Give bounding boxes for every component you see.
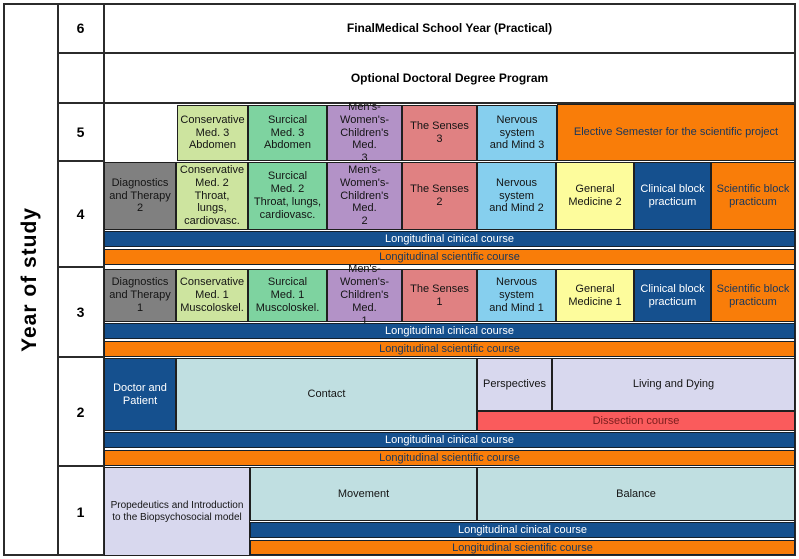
year-1-number: 1 xyxy=(76,503,85,520)
cell-scientific-block-practicum-y4: Scientific block practicum xyxy=(711,162,795,230)
cell-surgical-med-3: Surcical Med. 3 Abdomen xyxy=(248,105,327,161)
cell-doctor-and-patient: Doctor and Patient xyxy=(104,358,176,431)
cell-diagnostics-therapy-2: Diagnostics and Therapy 2 xyxy=(104,162,176,230)
cell-mens-womens-childrens-med-1: Men's- Women's- Children's Med. 1 xyxy=(327,263,402,327)
year-5-number: 5 xyxy=(76,124,85,140)
cell-nervous-system-mind-2: Nervous system and Mind 2 xyxy=(477,162,556,230)
grid-hline-row6 xyxy=(57,52,795,54)
longitudinal-scientific-bar-y1: Longitudinal scientific course xyxy=(250,540,795,555)
cell-surgical-med-1: Surcical Med. 1 Muscoloskel. xyxy=(248,269,327,322)
cell-general-medicine-1: General Medicine 1 xyxy=(556,269,634,322)
cell-dissection-course: Dissection course xyxy=(477,411,795,431)
grid-hline-year5 xyxy=(57,160,105,162)
cell-propedeutics: Propedeutics and Introduction to the Bio… xyxy=(104,467,250,556)
cell-the-senses-3: The Senses 3 xyxy=(402,105,477,161)
year-3-number: 3 xyxy=(76,304,85,320)
cell-conservative-med-3: Conservative Med. 3 Abdomen xyxy=(177,105,248,161)
longitudinal-scientific-bar-y4: Longitudinal scientific course xyxy=(104,249,795,265)
cell-surgical-med-2: Surcical Med. 2 Throat, lungs, cardiovas… xyxy=(248,162,327,230)
cell-conservative-med-1: Conservative Med. 1 Muscoloskel. xyxy=(176,269,248,322)
grid-vline-year-column xyxy=(57,3,59,556)
cell-mens-womens-childrens-med-3: Men's- Women's- Children's Med. 3 xyxy=(327,101,402,164)
cell-diagnostics-therapy-1: Diagnostics and Therapy 1 xyxy=(104,269,176,322)
longitudinal-clinical-bar-y3: Longitudinal cinical course xyxy=(104,323,795,339)
grid-hline-year3 xyxy=(57,356,105,358)
grid-hline-year2 xyxy=(57,465,105,467)
longitudinal-clinical-bar-y4: Longitudinal cinical course xyxy=(104,231,795,247)
cell-nervous-system-mind-3: Nervous system and Mind 3 xyxy=(477,105,557,161)
cell-clinical-block-practicum-y4: Clinical block practicum xyxy=(634,162,711,230)
grid-hline-optional xyxy=(57,102,795,104)
cell-movement: Movement xyxy=(250,467,477,521)
cell-mens-womens-childrens-med-2: Men's- Women's- Children's Med. 2 xyxy=(327,162,402,230)
outer-border xyxy=(3,3,796,556)
year-of-study-axis: Year of study xyxy=(3,3,57,556)
cell-the-senses-1: The Senses 1 xyxy=(402,269,477,322)
year-of-study-label: Year of study xyxy=(18,207,41,352)
longitudinal-scientific-bar-y3: Longitudinal scientific course xyxy=(104,341,795,357)
cell-elective-semester: Elective Semester for the scientific pro… xyxy=(557,104,795,161)
cell-living-and-dying: Living and Dying xyxy=(552,358,795,411)
cell-balance: Balance xyxy=(477,467,795,521)
year-6-number: 6 xyxy=(76,19,85,36)
cell-general-medicine-2: General Medicine 2 xyxy=(556,162,634,230)
longitudinal-clinical-bar-y2: Longitudinal cinical course xyxy=(104,432,795,448)
year-2-number: 2 xyxy=(76,403,85,420)
cell-nervous-system-mind-1: Nervous system and Mind 1 xyxy=(477,269,556,322)
cell-the-senses-2: The Senses 2 xyxy=(402,162,477,230)
cell-conservative-med-2: Conservative Med. 2 Throat, lungs, cardi… xyxy=(176,162,248,230)
cell-contact: Contact xyxy=(176,358,477,431)
cell-scientific-block-practicum-y3: Scientific block practicum xyxy=(711,269,795,322)
year-4-number: 4 xyxy=(76,206,85,222)
longitudinal-scientific-bar-y2: Longitudinal scientific course xyxy=(104,450,795,466)
cell-perspectives: Perspectives xyxy=(477,358,552,411)
final-year-title: FinalMedical School Year (Practical) xyxy=(346,20,553,35)
cell-clinical-block-practicum-y3: Clinical block practicum xyxy=(634,269,711,322)
grid-hline-year4 xyxy=(57,266,105,268)
optional-doctoral-title: Optional Doctoral Degree Program xyxy=(350,71,549,85)
longitudinal-clinical-bar-y1: Longitudinal cinical course xyxy=(250,522,795,538)
